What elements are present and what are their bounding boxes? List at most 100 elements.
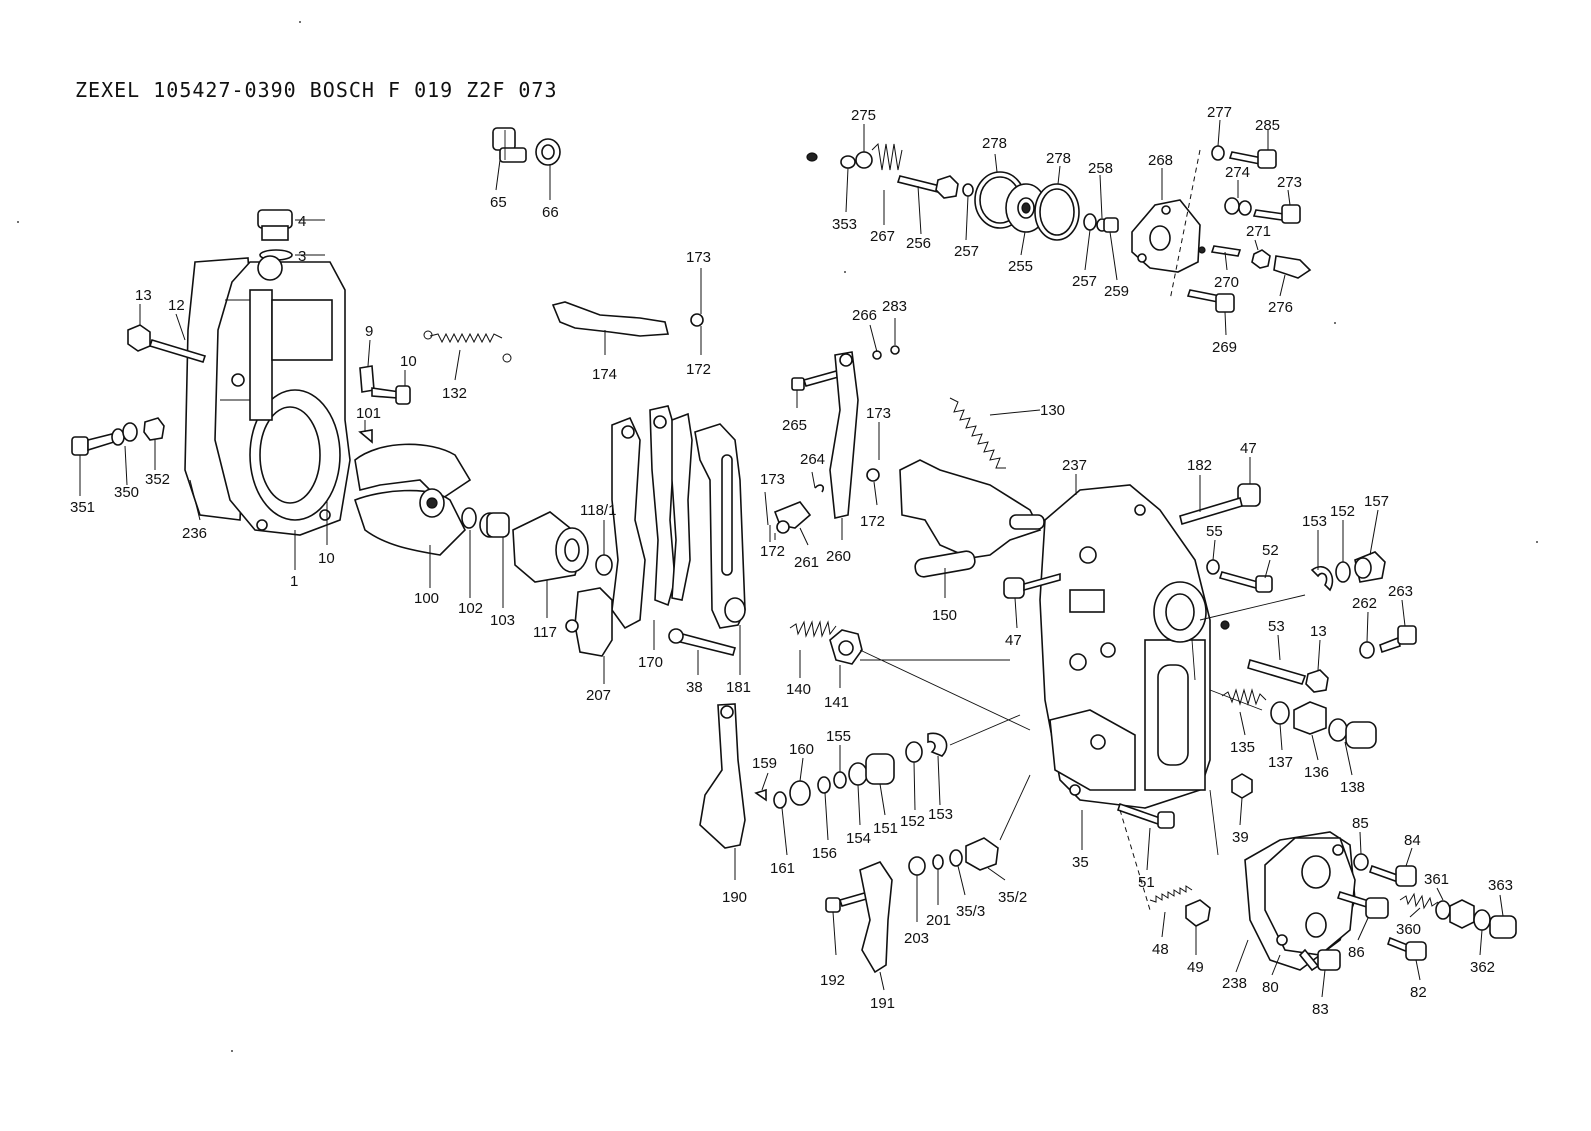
label-181: 181 [726,679,751,696]
bolt-263 [1359,625,1417,659]
label-263: 263 [1388,583,1413,600]
label-102: 102 [458,600,483,617]
label-47b: 47 [1005,632,1022,649]
label-13b: 13 [1310,623,1327,640]
label-38: 38 [686,679,703,696]
label-268: 268 [1148,152,1173,169]
label-267: 267 [870,228,895,245]
label-53: 53 [1268,618,1285,635]
label-152a: 152 [1330,503,1355,520]
label-261: 261 [794,554,819,571]
flyweight-assembly [354,443,472,556]
ring-172 [690,313,704,327]
label-255: 255 [1008,258,1033,275]
label-182: 182 [1187,457,1212,474]
label-80: 80 [1262,979,1279,996]
label-172: 172 [686,361,711,378]
label-161: 161 [770,860,795,877]
fitting-360-363 [1399,892,1517,939]
label-52: 52 [1262,542,1279,559]
label-101: 101 [356,405,381,422]
label-351: 351 [70,499,95,516]
label-86: 86 [1348,944,1365,961]
spring-132 [423,330,512,363]
nut-39 [1231,773,1253,799]
label-49: 49 [1187,959,1204,976]
label-360: 360 [1396,921,1421,938]
cover-80 [1244,831,1356,971]
leader-lines [79,119,1504,998]
label-353: 353 [832,216,857,233]
key-part [358,429,373,444]
label-85: 85 [1352,815,1369,832]
label-278b: 278 [1046,150,1071,167]
label-154: 154 [846,830,871,847]
lever-181 [694,423,746,629]
label-153a: 153 [1302,513,1327,530]
small-pin [1198,246,1206,254]
label-151: 151 [873,820,898,837]
label-257: 257 [954,243,979,260]
lever-assembly-260 [769,345,900,542]
label-9: 9 [365,323,373,340]
bracket-part [359,365,411,405]
label-201: 201 [926,912,951,929]
label-136: 136 [1304,764,1329,781]
label-173: 173 [686,249,711,266]
label-262: 262 [1352,595,1377,612]
scan-specks [17,21,1538,1052]
label-150: 150 [932,607,957,624]
lever-174 [551,301,670,337]
label-48: 48 [1152,941,1169,958]
label-138: 138 [1340,779,1365,796]
label-273: 273 [1277,174,1302,191]
sleeve-parts [461,507,613,583]
diaphragm-parts [974,171,1119,241]
adjust-screw-parts [1221,688,1377,749]
label-35-3: 35/3 [956,903,985,920]
label-278: 278 [982,135,1007,152]
label-39: 39 [1232,829,1249,846]
label-35-2: 35/2 [998,889,1027,906]
label-153: 153 [928,806,953,823]
label-155: 155 [826,728,851,745]
bracket-191 [825,861,893,974]
label-350: 350 [114,484,139,501]
label-130: 130 [1040,402,1065,419]
parts-drawing [71,127,1517,974]
label-35: 35 [1072,854,1089,871]
label-283: 283 [882,298,907,315]
label-277: 277 [1207,104,1232,121]
label-172c: 172 [760,543,785,560]
lever-150-spring-130 [899,397,1045,578]
label-3: 3 [298,248,306,265]
label-352: 352 [145,471,170,488]
label-265: 265 [782,417,807,434]
label-170: 170 [638,654,663,671]
label-258: 258 [1088,160,1113,177]
label-117: 117 [533,624,557,641]
label-361: 361 [1424,871,1449,888]
bolt-84 [1353,853,1417,887]
label-191: 191 [870,995,895,1012]
label-55: 55 [1206,523,1223,540]
label-137: 137 [1268,754,1293,771]
label-260: 260 [826,548,851,565]
label-207: 207 [586,687,611,704]
label-236: 236 [182,525,207,542]
label-118-1: 118/1 [580,502,616,519]
label-47: 47 [1240,440,1257,457]
diagram-title: ZEXEL 105427-0390 BOSCH F 019 Z2F 073 [75,78,558,102]
plug-part [492,127,561,166]
label-270: 270 [1214,274,1239,291]
label-156: 156 [812,845,837,862]
small-ball [1220,620,1230,630]
fitting-35-parts [908,837,999,876]
label-174: 174 [592,366,617,383]
label-257b: 257 [1072,273,1097,290]
spring-nut-140-141 [789,620,863,665]
label-238: 238 [1222,975,1247,992]
label-84: 84 [1404,832,1421,849]
main-housing-237 [1039,484,1211,809]
